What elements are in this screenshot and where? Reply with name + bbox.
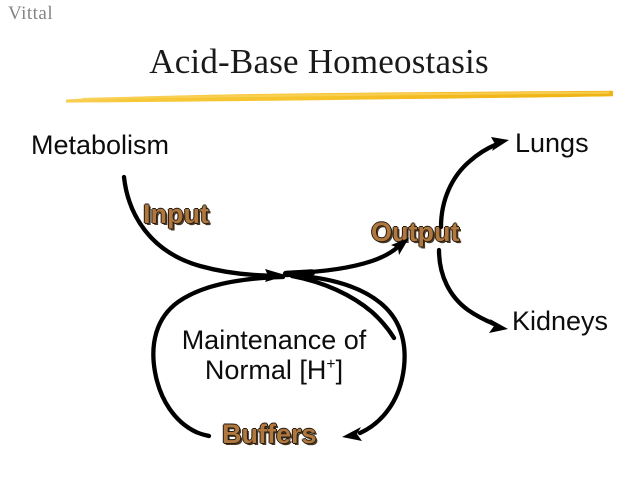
node-metabolism: Metabolism bbox=[31, 130, 170, 160]
flow-label-buffers: Buffers bbox=[222, 419, 317, 449]
arrow-output-to-lungs bbox=[438, 137, 509, 230]
watermark-vittal: Vittal bbox=[8, 3, 54, 24]
page-title: Acid-Base Homeostasis bbox=[149, 42, 489, 81]
node-maintenance-line2-prefix: Normal [H bbox=[204, 355, 327, 386]
flow-label-input: Input bbox=[143, 199, 209, 229]
title-underline-brushstroke bbox=[66, 90, 613, 103]
node-maintenance-line2-superscript: + bbox=[326, 356, 336, 374]
node-lungs: Lungs bbox=[515, 128, 589, 158]
arrow-hub-lower-branch bbox=[289, 273, 397, 341]
node-maintenance-line1: Maintenance of bbox=[181, 325, 367, 355]
arrow-buffers-feedback-loop bbox=[151, 273, 407, 441]
node-kidneys: Kidneys bbox=[512, 306, 609, 336]
arrow-hub-to-output bbox=[289, 238, 409, 276]
arrow-output-to-kidneys bbox=[436, 247, 508, 333]
arrow-metabolism-to-hub bbox=[121, 174, 287, 282]
node-maintenance-line2-suffix: ] bbox=[335, 355, 344, 386]
node-maintenance-normal-h: Maintenance of Normal [H+] bbox=[160, 325, 388, 385]
flow-label-output: Output bbox=[371, 217, 460, 247]
